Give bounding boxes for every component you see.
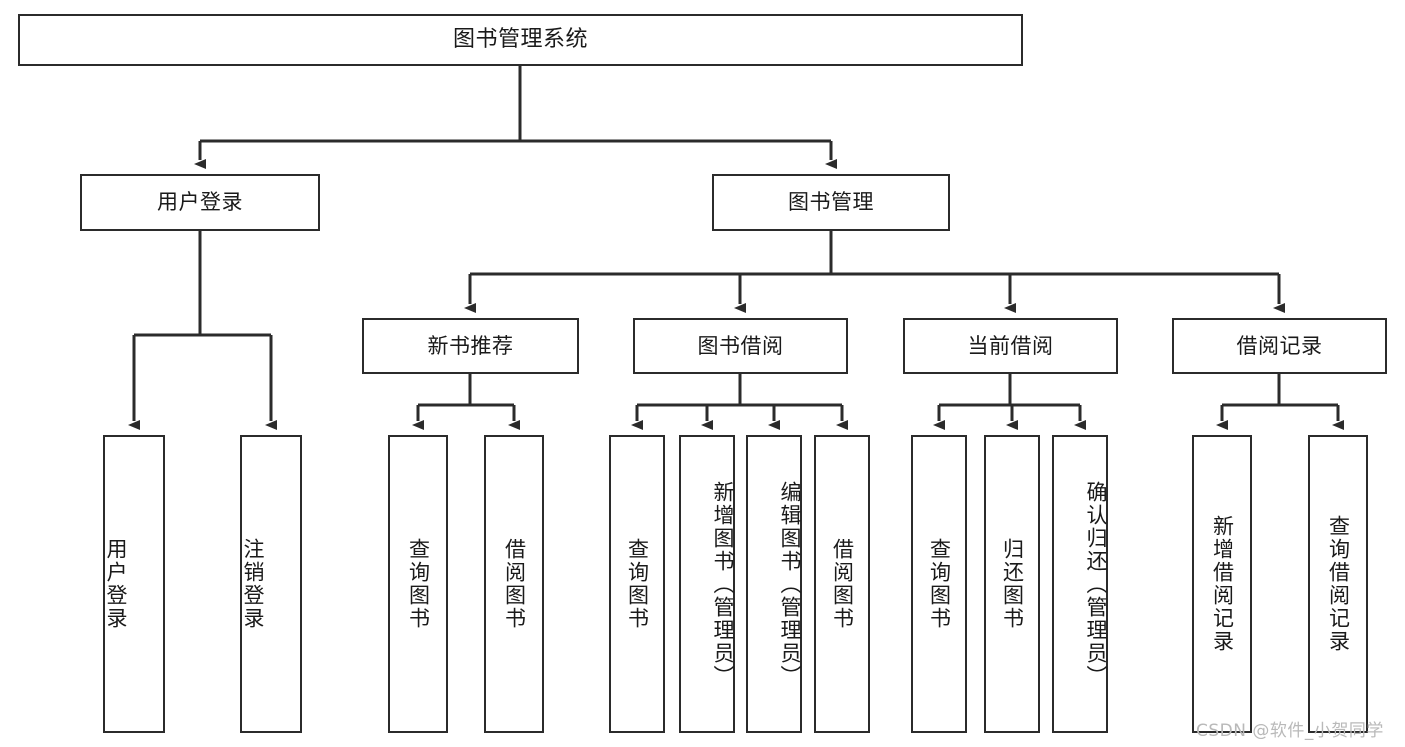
node-leaf-query-book-recommend-label: 查询图书 — [406, 538, 431, 630]
node-leaf-confirm-return[interactable]: 确认归还（管理员） — [1052, 435, 1108, 733]
node-leaf-add-book[interactable]: 新增图书（管理员） — [679, 435, 735, 733]
node-leaf-add-borrow-record-label: 新增借阅记录 — [1210, 515, 1235, 653]
watermark: CSDN @软件_小贺同学 — [1196, 721, 1384, 741]
node-leaf-query-borrow-record[interactable]: 查询借阅记录 — [1308, 435, 1368, 733]
node-book-borrow[interactable]: 图书借阅 — [633, 318, 848, 374]
node-book-borrow-label: 图书借阅 — [697, 333, 784, 358]
node-user-login[interactable]: 用户登录 — [80, 174, 320, 231]
node-leaf-edit-book[interactable]: 编辑图书（管理员） — [746, 435, 802, 733]
node-leaf-borrow-book-recommend-label: 借阅图书 — [502, 538, 527, 630]
node-leaf-logout[interactable]: 注销登录 — [240, 435, 302, 733]
node-leaf-query-book-borrow[interactable]: 查询图书 — [609, 435, 665, 733]
node-leaf-add-borrow-record[interactable]: 新增借阅记录 — [1192, 435, 1252, 733]
node-user-login-label: 用户登录 — [157, 190, 243, 215]
node-leaf-query-borrow-record-label: 查询借阅记录 — [1326, 515, 1351, 653]
node-leaf-user-login-label: 用户登录 — [104, 538, 128, 630]
node-new-book-recommend-label: 新书推荐 — [427, 333, 514, 358]
node-new-book-recommend[interactable]: 新书推荐 — [362, 318, 579, 374]
node-root-label: 图书管理系统 — [452, 27, 588, 53]
node-current-borrow-label: 当前借阅 — [967, 333, 1054, 358]
node-leaf-query-book-current-label: 查询图书 — [927, 538, 952, 630]
node-book-manage-label: 图书管理 — [788, 190, 874, 215]
node-borrow-record[interactable]: 借阅记录 — [1172, 318, 1387, 374]
node-leaf-add-book-label: 新增图书（管理员） — [711, 480, 735, 688]
node-leaf-query-book-borrow-label: 查询图书 — [625, 538, 650, 630]
node-leaf-borrow-book-label: 借阅图书 — [830, 538, 855, 630]
node-leaf-borrow-book-recommend[interactable]: 借阅图书 — [484, 435, 544, 733]
node-leaf-edit-book-label: 编辑图书（管理员） — [778, 480, 802, 688]
node-leaf-return-book-label: 归还图书 — [1000, 538, 1025, 630]
node-leaf-user-login[interactable]: 用户登录 — [103, 435, 165, 733]
node-leaf-confirm-return-label: 确认归还（管理员） — [1084, 480, 1108, 688]
node-leaf-return-book[interactable]: 归还图书 — [984, 435, 1040, 733]
node-current-borrow[interactable]: 当前借阅 — [903, 318, 1118, 374]
node-leaf-query-book-recommend[interactable]: 查询图书 — [388, 435, 448, 733]
node-leaf-borrow-book[interactable]: 借阅图书 — [814, 435, 870, 733]
node-borrow-record-label: 借阅记录 — [1236, 333, 1323, 358]
node-root[interactable]: 图书管理系统 — [18, 14, 1023, 66]
node-book-manage[interactable]: 图书管理 — [712, 174, 950, 231]
node-leaf-query-book-current[interactable]: 查询图书 — [911, 435, 967, 733]
node-leaf-logout-label: 注销登录 — [241, 538, 265, 630]
